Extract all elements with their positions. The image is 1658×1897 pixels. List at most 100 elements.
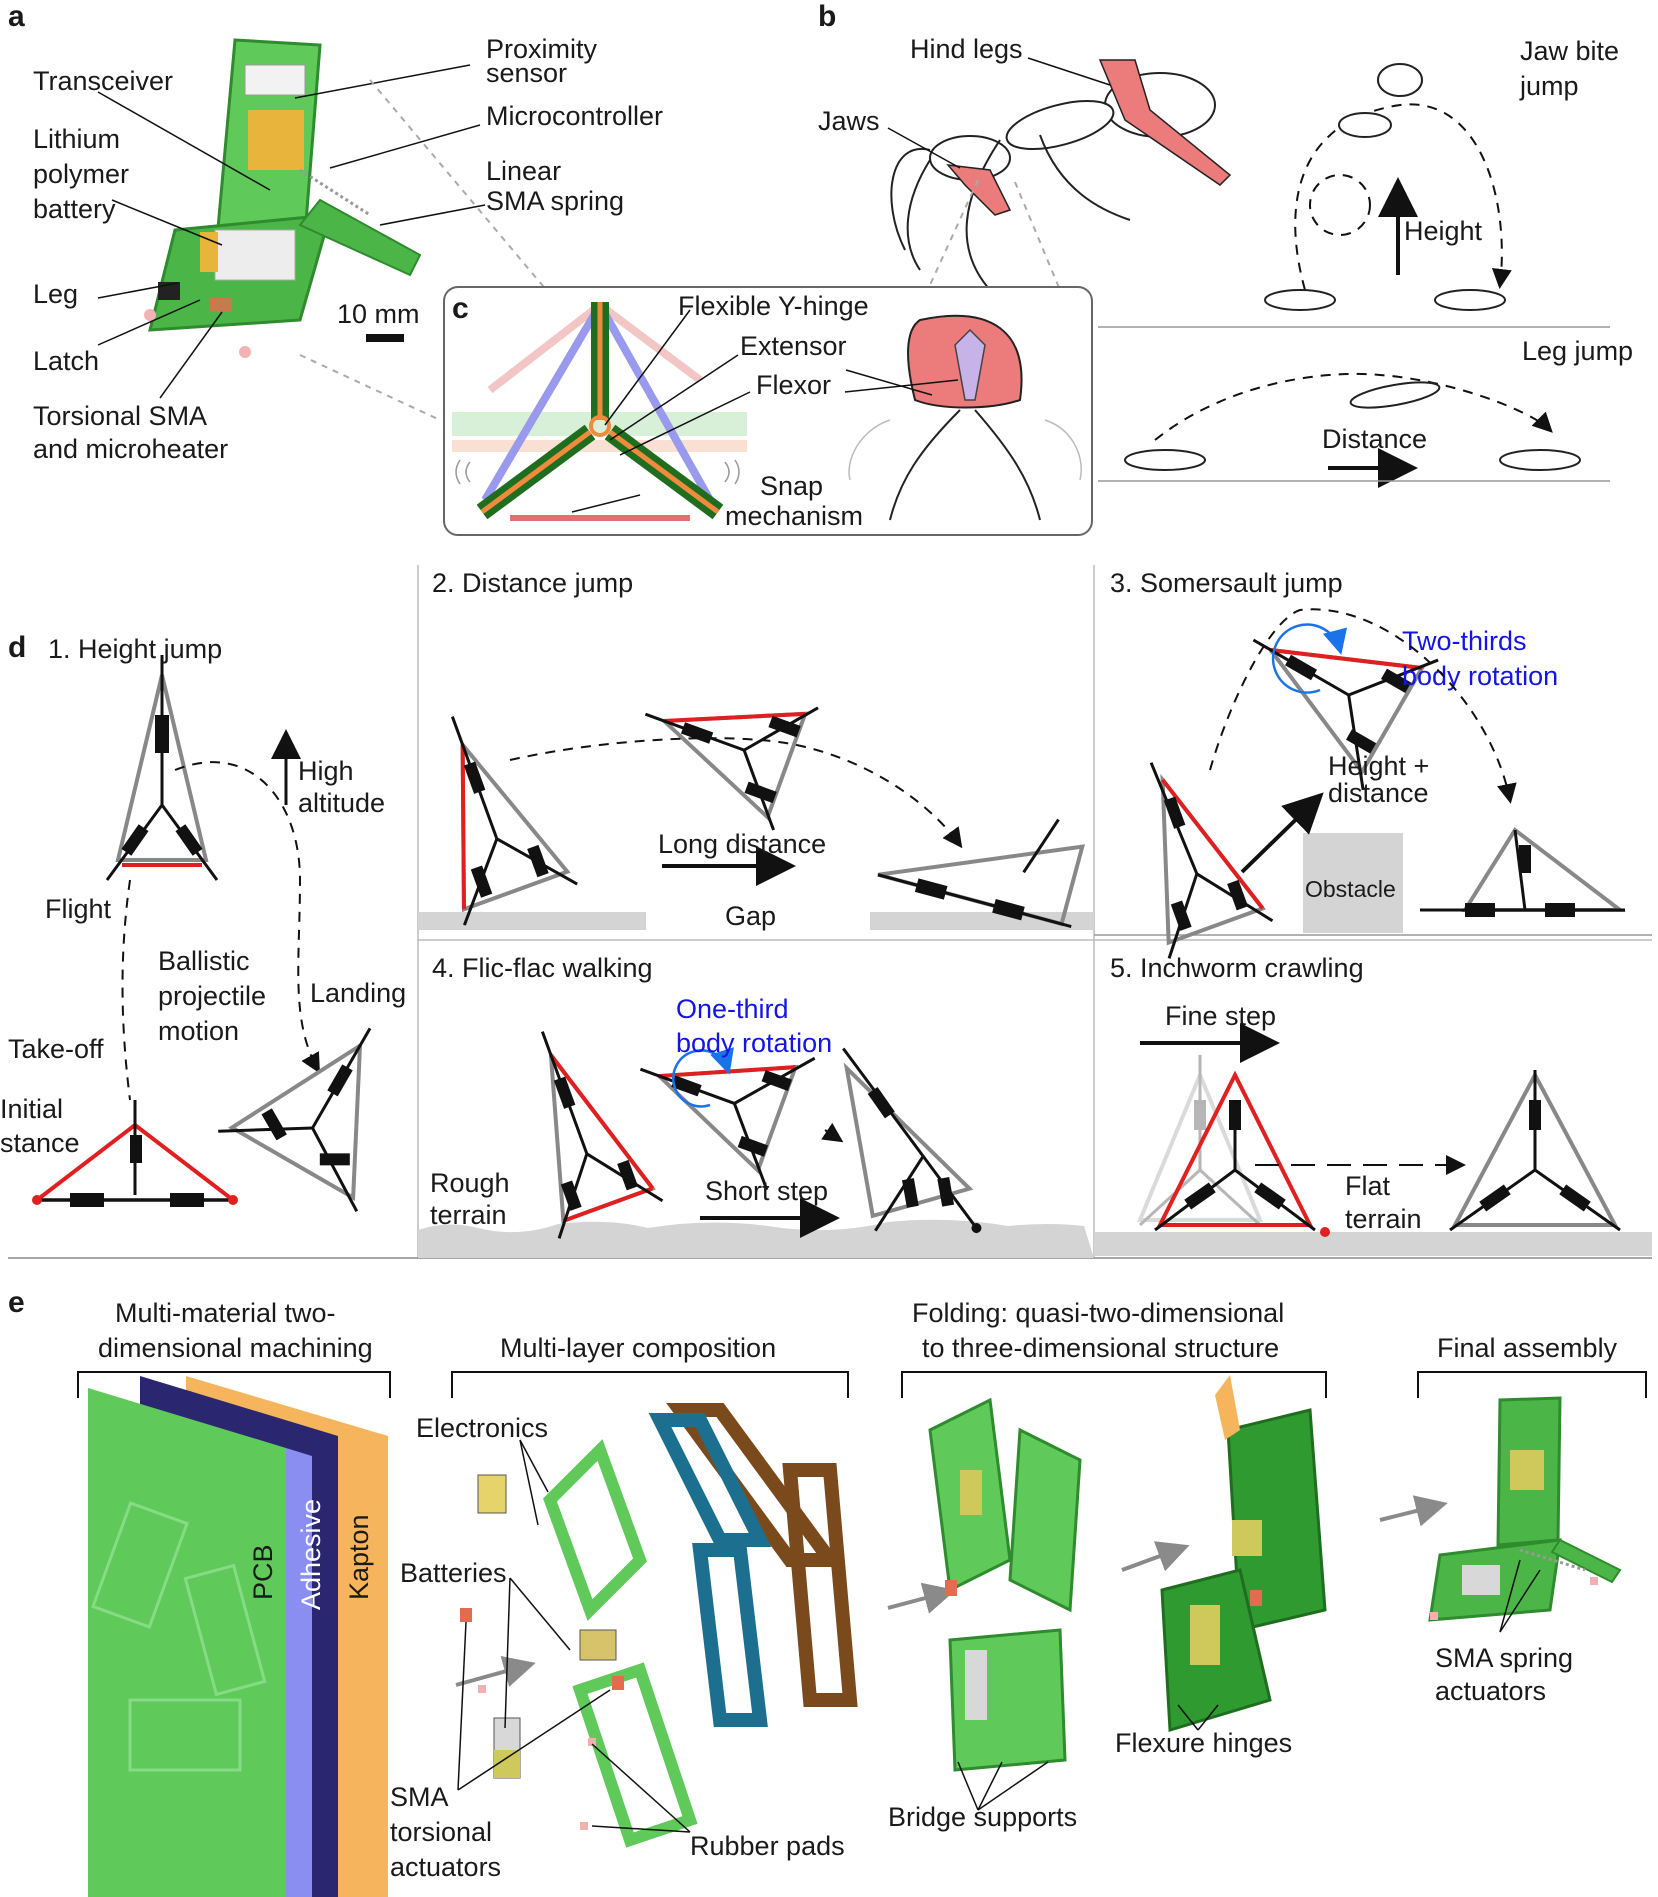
label-jaw-bite-2: jump [1519,71,1579,101]
sma-spring [1519,1548,1586,1572]
ant-small [1499,449,1581,471]
label-kapton: Kapton [344,1514,374,1600]
header-multilayer: Multi-layer composition [500,1333,776,1363]
fold-panel [1008,1427,1082,1613]
battery [1510,1450,1544,1490]
rubber-pad [1590,1577,1598,1585]
label-distance: Distance [1322,424,1427,454]
label-latch: Latch [33,346,99,376]
hinge-arm-right-core [608,429,720,515]
label-flat-2: terrain [1345,1204,1422,1234]
assembly-arrow [1379,1495,1448,1527]
adhesive-edge [286,1448,312,1897]
battery [960,1470,982,1515]
label-electronics: Electronics [416,1413,548,1443]
leader-flexor-head [844,379,959,393]
label-flat-1: Flat [1345,1171,1391,1201]
panel-letter-c: c [452,292,469,325]
leader-hind-legs [1027,57,1111,86]
label-scale: 10 mm [337,299,420,329]
vibration-marks [455,459,471,485]
robot-leg-board [298,198,422,277]
ant-leg [965,139,1001,291]
robot-dist-end [877,818,1085,928]
panel-a: a Transceiver Lithium [8,0,663,464]
label-sma-t-2: torsional [390,1817,492,1847]
header-folding-2: to three-dimensional structure [922,1333,1279,1363]
label-jaws: Jaws [818,106,880,136]
title-flic-flac: 4. Flic-flac walking [432,953,653,983]
panel-c: c Flexible Y-hinge Extensor [443,286,1093,536]
leg-jump-trajectory [1154,372,1553,441]
label-microcontroller: Microcontroller [486,101,663,131]
sma-part [1250,1590,1262,1606]
battery [1232,1520,1262,1556]
distance-jump-path [509,737,963,849]
assembly-arrow [1121,1541,1190,1572]
label-short-step: Short step [705,1176,828,1206]
label-high-1: High [298,756,354,786]
label-landing: Landing [310,978,406,1008]
title-somersault-jump: 3. Somersault jump [1110,568,1343,598]
small-ants-jaw [1264,63,1506,311]
rubber-pad [239,346,251,358]
rubber-pad [144,309,156,321]
label-initial-1: Initial [0,1094,63,1124]
label-ballistic-1: Ballistic [158,946,250,976]
label-height-dist-1: Height + [1328,751,1429,781]
title-distance-jump: 2. Distance jump [432,568,633,598]
antenna-ghost [848,419,1082,481]
ground-left [418,912,646,930]
label-gap: Gap [725,901,776,931]
title-inchworm: 5. Inchworm crawling [1110,953,1364,983]
obstacle-box [1303,833,1403,933]
robot-flic-1 [540,1031,664,1239]
flic-small-arrow [821,1122,844,1143]
label-proximity-1: Proximity [486,34,598,64]
label-two-thirds-2: body rotation [1402,661,1558,691]
battery [1462,1565,1500,1595]
side-edge-left [481,302,604,503]
zoom-line [929,179,979,286]
label-rough-2: terrain [430,1200,507,1230]
label-flight: Flight [45,894,112,924]
battery-tab [200,232,218,272]
bracket [77,1371,391,1398]
ant-small [1264,289,1336,311]
label-pcb: PCB [248,1544,278,1600]
mandibles [889,409,1041,521]
ant-hind-legs [1098,59,1232,186]
bridge-leaders [957,1761,1049,1811]
battery-gold-foil [248,110,304,170]
label-lipo-2: polymer [33,159,129,189]
folding-stage-2 [1160,1375,1327,1732]
final-robot [1428,1396,1622,1622]
label-adhesive: Adhesive [296,1499,326,1610]
height-distance-arrow [1240,792,1324,874]
label-linear-2: SMA spring [486,186,624,216]
kapton-layer-brown [666,1403,844,1567]
label-batteries: Batteries [400,1558,507,1588]
zoom-line [369,79,549,293]
panel-e: e Multi-material two- dimensional machin… [8,1286,1647,1897]
ant-thorax [1005,100,1115,150]
pcb-layer-green [543,1439,647,1621]
extensor-band [452,440,747,452]
header-final-assembly: Final assembly [1437,1333,1618,1363]
y-hinge-schematic [452,301,747,521]
scale-bar [366,334,404,342]
battery [965,1650,987,1720]
label-transceiver: Transceiver [33,66,173,96]
vibration-marks [724,459,740,485]
ant-leg [1039,134,1131,221]
ghost-edge [597,301,703,384]
header-machining-2: dimensional machining [98,1333,373,1363]
pcb-layer-green [572,1662,698,1848]
sma-spring-leaders [1499,1559,1541,1633]
ballistic-down-path [174,761,320,1074]
battery-pack [214,229,296,281]
label-sma-t-3: actuators [390,1852,501,1882]
label-initial-2: stance [0,1128,80,1158]
label-sma-spring-1: SMA spring [1435,1643,1573,1673]
sma-torsional-part [460,1608,472,1622]
